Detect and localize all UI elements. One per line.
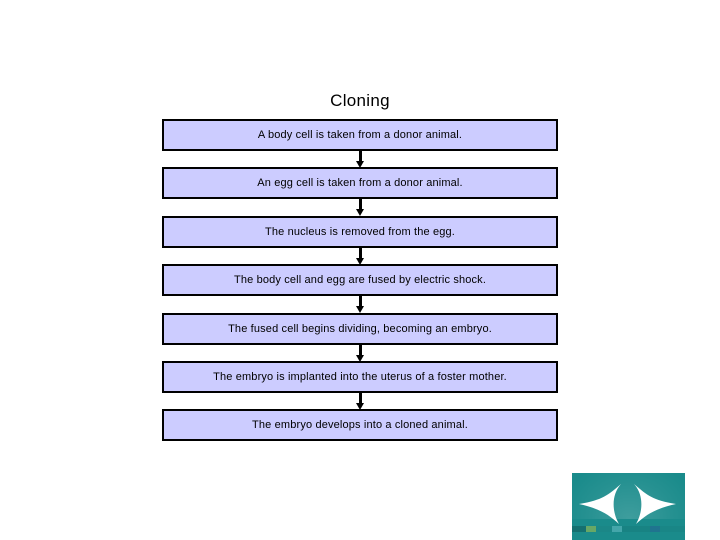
connector-stem — [359, 345, 362, 356]
flow-connector-5-6 — [356, 345, 365, 362]
arrow-left-icon — [579, 484, 621, 524]
flowchart-step-label: A body cell is taken from a donor animal… — [257, 128, 463, 141]
page-title: Cloning — [330, 91, 390, 110]
flow-connector-4-5 — [356, 296, 365, 313]
flow-connector-1-2 — [356, 151, 365, 168]
arrow-down-icon — [356, 258, 364, 265]
flowchart-step-1: A body cell is taken from a donor animal… — [162, 119, 558, 151]
flowchart-step-3: The nucleus is removed from the egg. — [162, 216, 558, 248]
slide-navigation-widget[interactable] — [572, 473, 685, 540]
flowchart-step-4: The body cell and egg are fused by elect… — [162, 264, 558, 296]
connector-stem — [359, 151, 362, 162]
connector-stem — [359, 393, 362, 404]
arrow-down-icon — [356, 306, 364, 313]
arrow-right-icon — [634, 484, 676, 524]
flowchart-step-2: An egg cell is taken from a donor animal… — [162, 167, 558, 199]
flowchart-step-5: The fused cell begins dividing, becoming… — [162, 313, 558, 345]
previous-slide-button[interactable] — [575, 479, 627, 527]
flowchart-step-label: The body cell and egg are fused by elect… — [233, 273, 487, 286]
flowchart-step-label: The nucleus is removed from the egg. — [264, 225, 456, 238]
arrow-down-icon — [356, 209, 364, 216]
arrow-down-icon — [356, 403, 364, 410]
flowchart-step-label: The embryo develops into a cloned animal… — [252, 418, 468, 431]
flowchart-step-6: The embryo is implanted into the uterus … — [162, 361, 558, 393]
flowchart-step-label: The fused cell begins dividing, becoming… — [228, 322, 492, 335]
flow-connector-3-4 — [356, 248, 365, 265]
connector-stem — [359, 199, 362, 210]
flowchart-step-label: The embryo is implanted into the uterus … — [213, 370, 507, 383]
flow-connector-2-3 — [356, 199, 365, 216]
connector-stem — [359, 248, 362, 259]
arrow-down-icon — [356, 161, 364, 168]
connector-stem — [359, 296, 362, 307]
flowchart-step-7: The embryo develops into a cloned animal… — [162, 409, 558, 441]
flow-connector-6-7 — [356, 393, 365, 410]
arrow-down-icon — [356, 355, 364, 362]
next-slide-button[interactable] — [628, 479, 680, 527]
flowchart-step-label: An egg cell is taken from a donor animal… — [257, 176, 463, 189]
